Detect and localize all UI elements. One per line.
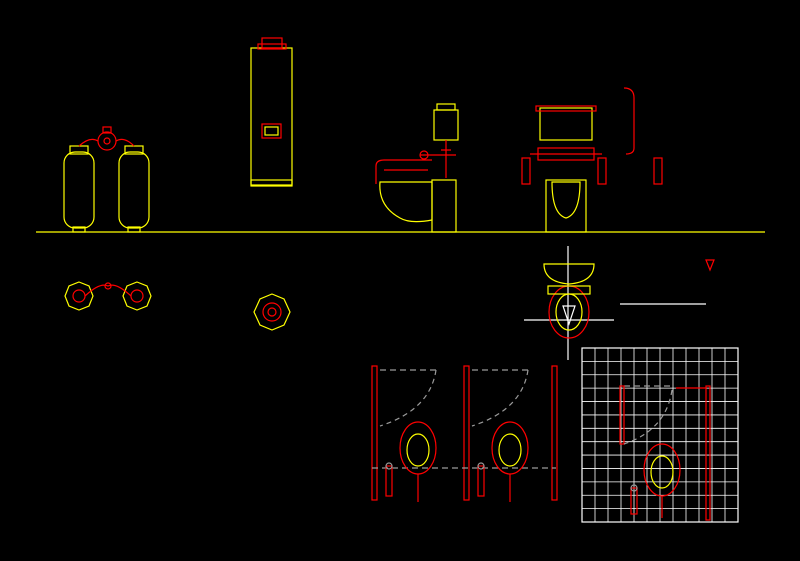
water-heater-plan-icon — [253, 293, 291, 331]
wall-hung-toilet-side-elevation-icon — [375, 103, 459, 233]
water-heater-elevation-icon — [250, 37, 293, 187]
toilet-plan-icon — [524, 246, 715, 360]
tiled-wall-urinal-elevation-icon — [581, 347, 739, 523]
urinal-cubicle-elevation-icon — [371, 365, 558, 502]
accessible-toilet-front-elevation-icon — [521, 87, 663, 233]
gas-cylinder-pair-plan-icon — [64, 281, 152, 311]
gas-cylinder-pair-elevation-icon — [63, 126, 150, 233]
